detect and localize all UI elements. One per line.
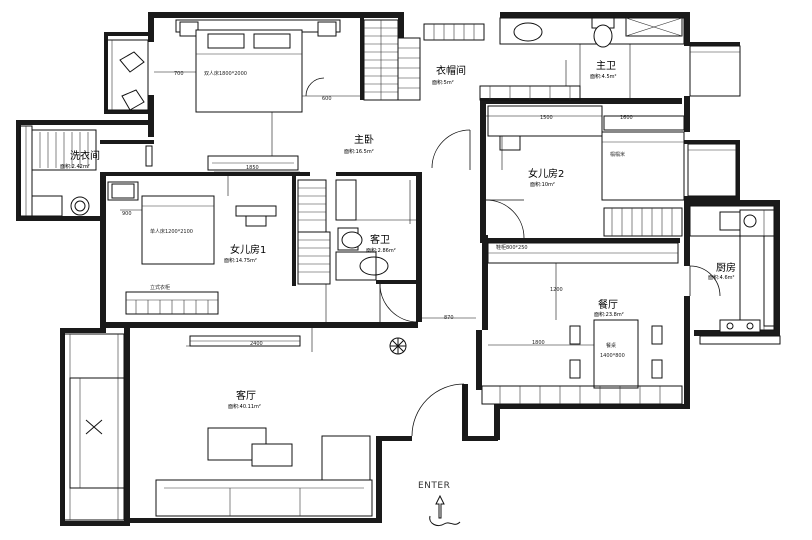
- master-bath-fixtures: [479, 17, 685, 101]
- daughter2-furniture: [487, 105, 685, 237]
- room-master-bedroom-name: 主卧: [354, 135, 374, 146]
- room-laundry-name: 洗衣间: [70, 151, 100, 162]
- room-daughter2-area: 面积:10m²: [530, 182, 555, 188]
- wardrobe-label: 立式衣柜: [150, 285, 171, 291]
- room-dining-name: 餐厅: [598, 300, 618, 311]
- room-dining-area: 面积:23.8m²: [594, 312, 624, 318]
- room-master-bedroom-area: 面积:16.5m²: [344, 149, 374, 155]
- dining-furniture: [481, 319, 683, 405]
- dining-table-label: 餐桌: [606, 343, 617, 349]
- dim-1500: 1500: [540, 115, 553, 121]
- shoe-cabinet: [487, 242, 679, 264]
- room-closet-name: 衣帽间: [436, 66, 466, 77]
- room-living-area: 面积:40.11m²: [228, 404, 261, 410]
- living-furniture: [69, 335, 407, 517]
- dim-1200: 1200: [550, 287, 563, 293]
- room-living-name: 客厅: [236, 391, 256, 402]
- dim-1850: 1850: [246, 165, 259, 171]
- dim-870: 870: [444, 315, 454, 321]
- guest-bath-fixtures: [335, 179, 389, 281]
- dining-table-size: 1400*800: [600, 353, 625, 359]
- room-kitchen-name: 厨房: [716, 263, 736, 274]
- room-daughter1-area: 面积:14.75m²: [224, 258, 257, 264]
- room-kitchen-area: 面积:4.6m²: [708, 275, 735, 281]
- room-guest-bath-area: 面积:2.86m²: [366, 248, 396, 254]
- room-daughter2-name: 女儿房2: [528, 169, 565, 180]
- room-closet-area: 面积:5m²: [432, 80, 454, 86]
- dim-700: 700: [174, 71, 184, 77]
- dim-1800: 1800: [532, 340, 545, 346]
- room-laundry-area: 面积:2.42m²: [60, 164, 90, 170]
- daughter1-furniture: [107, 179, 331, 315]
- dim-600: 600: [322, 96, 332, 102]
- entry-arrow-icon: [429, 494, 461, 527]
- dimension-lines: [120, 60, 602, 352]
- tatami-label: 榻榻米: [610, 152, 626, 158]
- dim-1600: 1600: [620, 115, 633, 121]
- walls: [16, 12, 780, 526]
- dim-900: 900: [122, 211, 132, 217]
- single-bed-label: 单人床1200*2100: [150, 229, 193, 235]
- room-master-bath-name: 主卫: [596, 61, 616, 72]
- kitchen-fixtures: [689, 205, 775, 333]
- double-bed-label: 双人床1800*2000: [204, 71, 247, 77]
- laundry-fixtures: [31, 129, 97, 217]
- room-master-bath-area: 面积:4.5m²: [590, 74, 617, 80]
- room-daughter1-name: 女儿房1: [230, 245, 267, 256]
- doors: [305, 77, 721, 437]
- dim-2400: 2400: [250, 341, 263, 347]
- room-guest-bath-name: 客卫: [370, 235, 390, 246]
- master-bedroom-furniture: [119, 19, 341, 171]
- closet-shelves: [363, 19, 485, 101]
- shoe-cabinet-label: 鞋柜800*250: [496, 245, 528, 251]
- entry-label: ENTER: [418, 481, 451, 491]
